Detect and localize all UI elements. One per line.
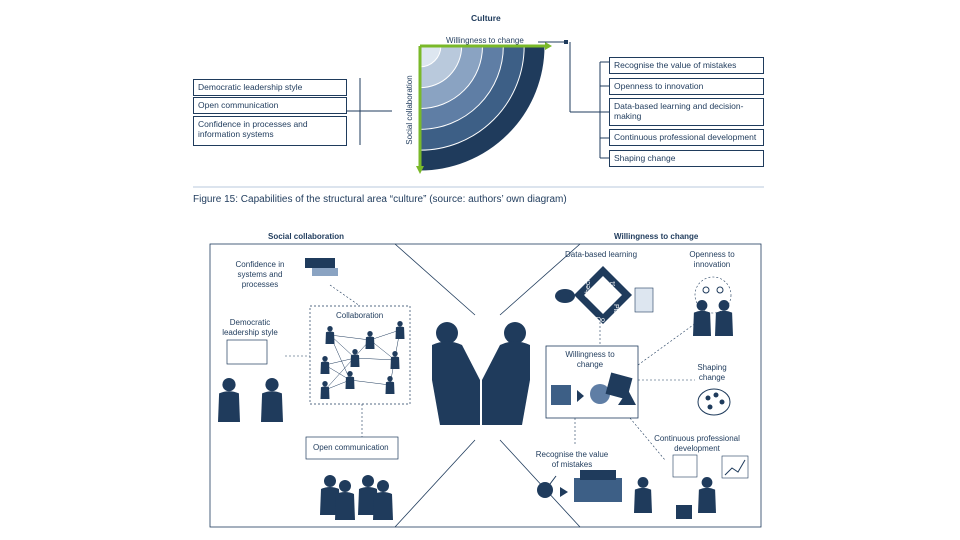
cpd-people-icon xyxy=(634,454,749,519)
chart-icon xyxy=(724,459,746,476)
top-connectors xyxy=(193,40,764,188)
lightbulb-icon xyxy=(702,286,710,294)
x-axis-label: Willingness to change xyxy=(446,36,524,45)
collaboration-label: Collaboration xyxy=(336,311,384,320)
pdca-cycle: Act Plan Do Check xyxy=(574,266,632,324)
toolbox-icon xyxy=(560,470,622,502)
book-icon xyxy=(676,505,692,519)
confidence-label: Confidence in systems and processes xyxy=(235,260,285,289)
pdca-check: Check xyxy=(585,278,592,298)
x-axis-arrow-icon xyxy=(545,42,552,50)
open-communication-label: Open communication xyxy=(313,443,389,452)
left-item-communication: Open communication xyxy=(193,97,347,114)
mistakes-label: Recognise the value of mistakes xyxy=(535,450,609,469)
communication-people-icon xyxy=(320,475,393,520)
figure-caption: Figure 15: Capabilities of the structura… xyxy=(193,194,567,205)
openness-label: Openness to innovation xyxy=(689,250,735,269)
central-person-right-icon xyxy=(482,322,530,425)
left-item-democratic: Democratic leadership style xyxy=(193,79,347,96)
culture-quadrant xyxy=(416,42,552,174)
cloud-icon xyxy=(555,289,575,303)
network-people-icon xyxy=(320,321,405,399)
shaping-label: Shaping change xyxy=(697,363,727,382)
democratic-label: Democratic leadership style xyxy=(222,318,278,337)
pdca-do: Do xyxy=(596,317,605,324)
bomb-icon xyxy=(537,475,557,498)
right-item-mistakes: Recognise the value of mistakes xyxy=(609,57,764,74)
bottom-right-title: Willingness to change xyxy=(614,232,699,241)
cpd-label: Continuous professional development xyxy=(654,434,740,453)
right-item-shaping: Shaping change xyxy=(609,150,764,167)
right-item-data-learning: Data-based learning and decision-making xyxy=(609,98,764,126)
pdca-inner xyxy=(584,276,622,314)
openness-people-icon xyxy=(693,276,733,336)
left-item-confidence: Confidence in processes and information … xyxy=(193,116,347,146)
handshake-icon xyxy=(305,258,338,276)
y-axis-arrow-icon xyxy=(416,166,424,174)
central-person-left-icon xyxy=(432,322,480,425)
pdca-plan: Plan xyxy=(612,304,619,318)
bottom-left-title: Social collaboration xyxy=(268,232,345,241)
right-item-openness: Openness to innovation xyxy=(609,78,764,95)
shapes-icon xyxy=(551,372,636,405)
microscope-icon xyxy=(672,454,698,478)
top-title: Culture xyxy=(471,13,501,23)
right-item-cpd: Continuous professional development xyxy=(609,129,764,146)
leader-people-icon xyxy=(218,378,283,422)
palette-icon xyxy=(697,388,731,416)
willingness-box-label: Willingness to change xyxy=(565,350,615,369)
pdca-act: Act xyxy=(605,281,615,288)
data-learning-label: Data-based learning xyxy=(565,250,638,259)
data-sheet-icon xyxy=(634,287,654,313)
